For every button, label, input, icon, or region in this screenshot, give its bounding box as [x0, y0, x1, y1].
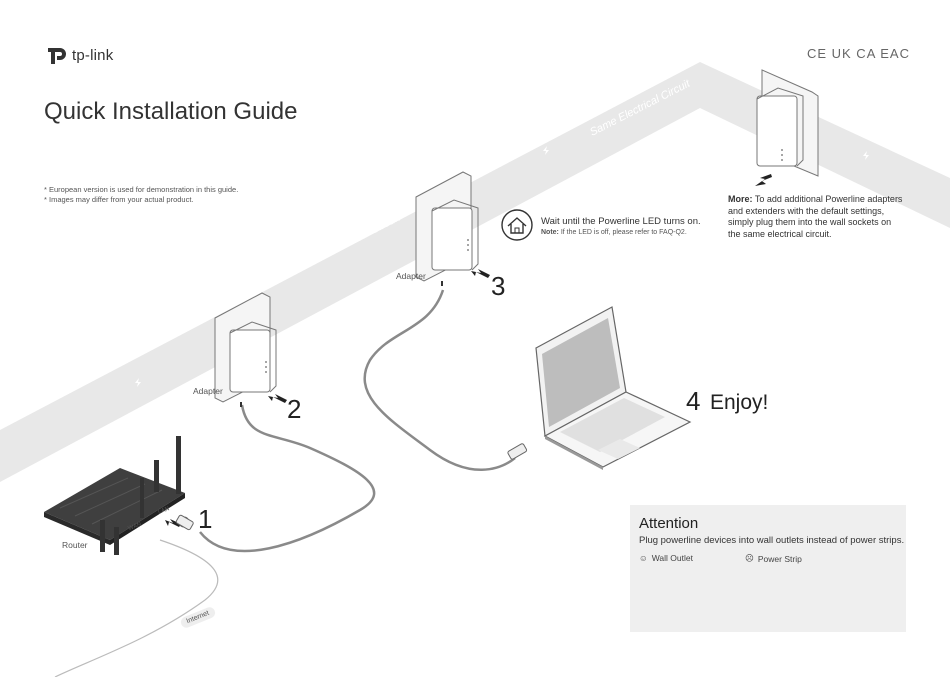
brand-name: tp-link	[72, 46, 114, 64]
wait-note: Note: If the LED is off, please refer to…	[541, 229, 687, 236]
arrow-icon	[165, 174, 772, 527]
note-line: * European version is used for demonstra…	[44, 185, 239, 194]
laptop	[507, 306, 692, 470]
attention-text: Plug powerline devices into wall outlets…	[639, 535, 905, 546]
power-strip-label: Power Strip	[757, 553, 802, 564]
page-title: Quick Installation Guide	[44, 98, 298, 125]
wall-outlet-label: Wall Outlet	[651, 553, 693, 563]
powerline-led-icon	[501, 209, 533, 241]
adapter-label: Adapter	[193, 386, 223, 396]
ethernet-plug	[175, 514, 194, 531]
step-2-number: 2	[287, 394, 302, 424]
more-label: More:	[728, 194, 753, 204]
tp-link-logo-icon	[48, 48, 66, 64]
cable-router-to-adapter	[199, 404, 376, 553]
frown-icon: ☹	[745, 553, 754, 563]
brand-logo: tp-link	[44, 44, 113, 66]
attention-title: Attention	[639, 515, 699, 532]
adapter-3	[756, 69, 819, 177]
smile-icon: ☺	[639, 553, 648, 563]
adapter-1	[214, 292, 277, 407]
lightning-icon	[135, 146, 869, 387]
router-label: Router	[62, 540, 88, 550]
cable-router-to-internet	[54, 539, 219, 677]
notes: * European version is used for demonstra…	[44, 185, 238, 205]
note-text: If the LED is off, please refer to FAQ-Q…	[558, 229, 687, 236]
certification-marks: CE UK CA EAC	[806, 46, 910, 61]
step-4-number: 4	[686, 386, 701, 416]
enjoy-text: Enjoy!	[710, 391, 769, 414]
more-info: More: To add additional Powerline adapte…	[728, 194, 903, 240]
step-1-number: 1	[198, 504, 213, 534]
adapter-label: Adapter	[396, 271, 426, 281]
wall-outlet-option: ☺ Wall Outlet	[639, 553, 693, 563]
router	[44, 436, 190, 555]
power-strip-option: ☹ Power Strip	[745, 553, 802, 564]
step-3-number: 3	[491, 271, 506, 301]
note-line: * Images may differ from your actual pro…	[44, 195, 194, 204]
note-label: Note:	[541, 229, 559, 236]
wait-instruction: Wait until the Powerline LED turns on.	[541, 216, 701, 227]
adapter-2	[415, 171, 479, 286]
attention-panel	[630, 505, 906, 632]
more-text: To add additional Powerline adapters and…	[728, 194, 903, 239]
cable-adapter-to-laptop	[363, 289, 516, 471]
ethernet-cables	[54, 289, 516, 677]
